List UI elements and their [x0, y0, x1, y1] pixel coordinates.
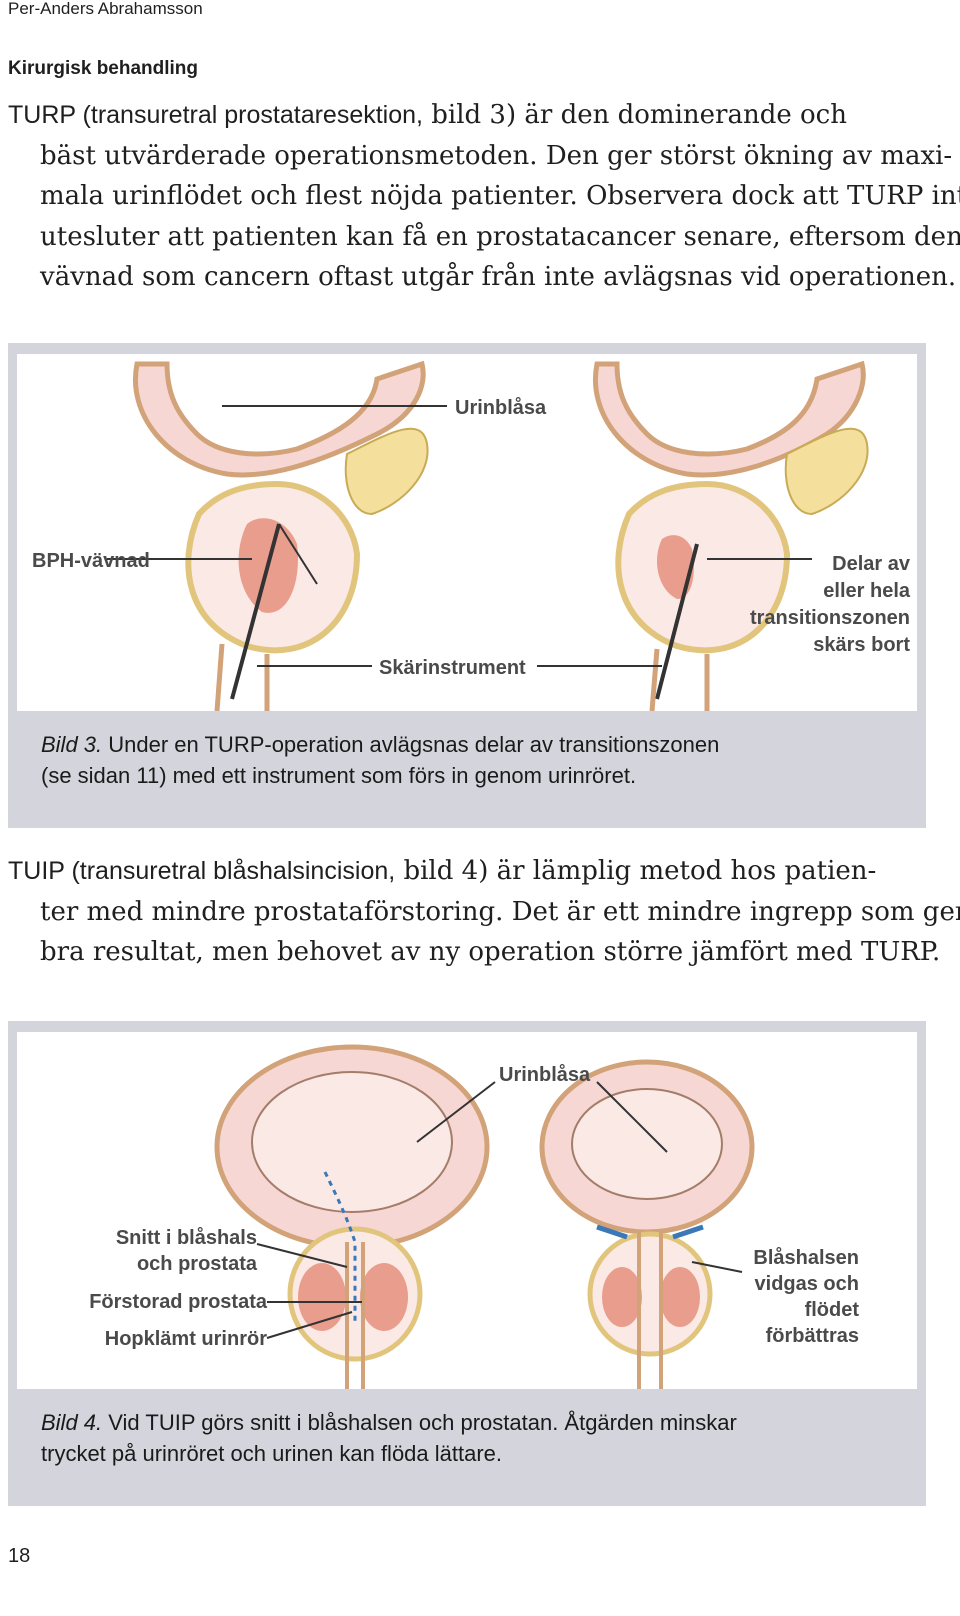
- label-removed-2: eller hela: [823, 580, 911, 602]
- label-widened-2: vidgas och: [755, 1273, 859, 1295]
- author-name: Per-Anders Abrahamsson: [8, 0, 203, 18]
- label-widened-1: Blåshalsen: [753, 1246, 859, 1269]
- label-snitt-1: Snitt i blåshals: [116, 1226, 257, 1249]
- turp-illustration: Urinblåsa BPH-vävnad Skärinstrument Dela…: [17, 354, 917, 711]
- turp-after-diagram: [593, 360, 869, 711]
- figure-3: Urinblåsa BPH-vävnad Skärinstrument Dela…: [8, 343, 926, 828]
- tuip-after-diagram: [539, 1059, 755, 1389]
- label-snitt-2: och prostata: [137, 1253, 258, 1275]
- figure-3-caption: Bild 3. Under en TURP-operation avlägsna…: [41, 732, 720, 788]
- label-widened-3: flödet: [805, 1299, 860, 1321]
- label-skarinstrument: Skärinstrument: [379, 657, 526, 679]
- label-widened-4: förbättras: [766, 1325, 859, 1347]
- page-number: 18: [8, 1545, 31, 1567]
- label-removed-3: transitionszonen: [750, 607, 910, 629]
- figure-4: Urinblåsa Snitt i blåshals och prostata …: [8, 1021, 926, 1506]
- label-removed-1: Delar av: [832, 553, 911, 575]
- label-hopklamt-urinror: Hopklämt urinrör: [105, 1328, 267, 1350]
- turp-term: TURP (transuretral prostataresektion,: [8, 101, 423, 129]
- turp-paragraph: TURP (transuretral prostataresektion, bi…: [8, 100, 960, 292]
- tuip-illustration: Urinblåsa Snitt i blåshals och prostata …: [17, 1032, 917, 1389]
- caption-label: Bild 4.: [41, 1410, 103, 1435]
- widening-arrow-left-icon: [596, 1224, 628, 1240]
- tuip-paragraph: TUIP (transuretral blåshalsincision, bil…: [8, 856, 960, 967]
- label-urinblasa: Urinblåsa: [455, 396, 547, 419]
- caption-label: Bild 3.: [41, 732, 103, 757]
- tuip-term: TUIP (transuretral blåshalsincision,: [8, 857, 396, 885]
- label-forstorad-prostata: Förstorad prostata: [89, 1291, 268, 1313]
- turp-before-diagram: [133, 360, 429, 711]
- section-title: Kirurgisk behandling: [8, 58, 199, 79]
- widening-arrow-right-icon: [672, 1224, 704, 1240]
- label-bph-vavnad: BPH-vävnad: [32, 550, 150, 572]
- figure-4-caption: Bild 4. Vid TUIP görs snitt i blåshalsen…: [41, 1410, 737, 1466]
- label-removed-4: skärs bort: [813, 634, 910, 656]
- label-tuip-urinblasa: Urinblåsa: [499, 1063, 591, 1086]
